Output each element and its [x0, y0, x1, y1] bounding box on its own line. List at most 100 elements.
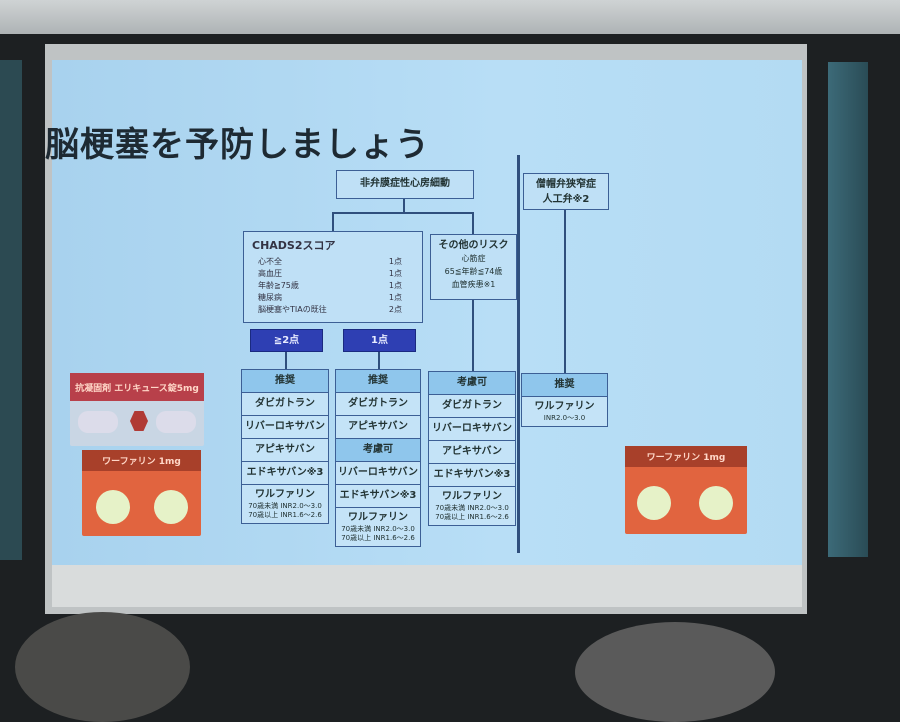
cell-text: 推奨: [368, 375, 388, 386]
drug-cell: エドキサバン※3: [242, 462, 328, 485]
cell-text: アピキサバン: [254, 444, 316, 455]
eliquis-label: 抗凝固剤 エリキュース錠5mg: [70, 373, 204, 401]
warfarin-package-image-right: ワーファリン 1mg: [625, 446, 747, 534]
cell-text: 推奨: [554, 379, 575, 390]
cell-text: 考慮可: [363, 444, 393, 455]
drug-cell: リバーロキサバン: [336, 462, 420, 485]
chads2-item: 年齢≧75歳 1点: [244, 280, 422, 292]
screen-bottom-band: [52, 565, 802, 607]
connector: [472, 300, 474, 371]
drug-cell: アピキサバン: [242, 439, 328, 462]
chads2-item: 脳梗塞やTIAの既往 2点: [244, 304, 422, 316]
drug-cell: ダビガトラン: [429, 395, 515, 418]
chads2-item-score: 1点: [388, 269, 402, 278]
drug-cell: アピキサバン: [336, 416, 420, 439]
warfarin-label-right: ワーファリン 1mg: [625, 446, 747, 467]
connector: [332, 212, 334, 231]
score-2-plus-tag: ≧2点: [250, 329, 323, 352]
inr-note: 70歳未満 INR2.0〜3.0: [341, 525, 415, 533]
score-1-tag: 1点: [343, 329, 416, 352]
connector: [332, 212, 474, 214]
chads2-item-score: 1点: [388, 257, 402, 266]
recommendation-column-1: 推奨ダビガトランリバーロキサバンアピキサバンエドキサバン※3 ワルファリン 70歳未…: [241, 369, 329, 524]
inr-note: 70歳以上 INR1.6〜2.6: [341, 534, 415, 542]
cell-text: ワルファリン: [255, 489, 315, 500]
chads2-item-label: 心不全: [258, 257, 282, 266]
chads2-heading: CHADS2スコア: [252, 239, 336, 252]
drug-cell: リバーロキサバン: [429, 418, 515, 441]
nonvalvular-af-box: 非弁膜症性心房細動: [336, 170, 474, 199]
drug-cell: ワルファリン INR2.0〜3.0: [522, 397, 607, 426]
connector: [285, 352, 287, 369]
category-header: 考慮可: [429, 372, 515, 395]
drug-cell: エドキサバン※3: [336, 485, 420, 508]
drug-cell: リバーロキサバン: [242, 416, 328, 439]
chads2-item-score: 2点: [388, 305, 402, 314]
connector: [378, 352, 380, 369]
drug-cell: アピキサバン: [429, 441, 515, 464]
valve-line2: 人工弁※2: [542, 194, 590, 205]
chads2-item-label: 高血圧: [258, 269, 282, 278]
chads2-item-label: 脳梗塞やTIAの既往: [258, 305, 327, 314]
connector: [564, 210, 566, 373]
cell-text: ダビガトラン: [442, 400, 502, 411]
recommendation-column-2: 推奨ダビガトランアピキサバン考慮可リバーロキサバンエドキサバン※3 ワルファリン 7…: [335, 369, 421, 547]
ceiling: [0, 0, 900, 34]
drug-cell: エドキサバン※3: [429, 464, 515, 487]
cell-text: エドキサバン※3: [339, 490, 417, 501]
cell-text: エドキサバン※3: [246, 467, 324, 478]
inr-note: 70歳以上 INR1.6〜2.6: [435, 513, 509, 521]
cell-text: リバーロキサバン: [337, 467, 419, 478]
recommendation-column-4: 推奨ワルファリン INR2.0〜3.0: [521, 373, 608, 427]
cell-text: リバーロキサバン: [244, 421, 326, 432]
cell-text: 考慮可: [457, 377, 487, 388]
chads2-item-score: 1点: [388, 281, 402, 290]
cell-text: アピキサバン: [347, 421, 409, 432]
cell-text: ワルファリン: [534, 401, 595, 412]
inr-note: 70歳未満 INR2.0〜3.0: [435, 504, 509, 512]
left-curtain: [0, 60, 22, 560]
drug-cell: ダビガトラン: [336, 393, 420, 416]
audience-head: [15, 612, 190, 722]
cell-text: アピキサバン: [441, 446, 503, 457]
cell-text: ダビガトラン: [348, 398, 408, 409]
cell-text: ダビガトラン: [255, 398, 315, 409]
other-risk-item: 心筋症: [461, 254, 486, 263]
warfarin-label: ワーファリン 1mg: [82, 450, 201, 471]
other-risk-item: 65≦年齢≦74歳: [444, 267, 503, 276]
cell-text: ワルファリン: [348, 512, 408, 523]
category-header: 推奨: [522, 374, 607, 397]
category-header: 推奨: [336, 370, 420, 393]
chads2-item-label: 糖尿病: [258, 293, 282, 302]
warfarin-package-image: ワーファリン 1mg: [82, 450, 201, 536]
category-header: 考慮可: [336, 439, 420, 462]
chads2-item: 心不全 1点: [244, 256, 422, 268]
chads2-item: 高血圧 1点: [244, 268, 422, 280]
cell-text: エドキサバン※3: [433, 469, 511, 480]
other-risk-heading: その他のリスク: [438, 240, 509, 251]
eliquis-package-image: 抗凝固剤 エリキュース錠5mg: [70, 373, 204, 446]
connector: [472, 212, 474, 234]
other-risk-item: 血管疾患※1: [451, 280, 496, 289]
connector: [403, 199, 405, 213]
cell-text: 推奨: [275, 375, 295, 386]
chads2-item-label: 年齢≧75歳: [258, 281, 299, 290]
inr-note: INR2.0〜3.0: [543, 414, 586, 422]
drug-cell: ダビガトラン: [242, 393, 328, 416]
inr-note: 70歳以上 INR1.6〜2.6: [248, 511, 322, 519]
other-risk-box: その他のリスク 心筋症 65≦年齢≦74歳血管疾患※1: [430, 234, 517, 300]
audience-head: [575, 622, 775, 722]
valve-line1: 僧帽弁狭窄症: [536, 179, 596, 190]
right-curtain: [828, 62, 868, 557]
valve-box: 僧帽弁狭窄症 人工弁※2: [523, 173, 609, 210]
inr-note: 70歳未満 INR2.0〜3.0: [248, 502, 322, 510]
divider-line: [517, 155, 520, 553]
cell-text: リバーロキサバン: [431, 423, 513, 434]
category-header: 推奨: [242, 370, 328, 393]
